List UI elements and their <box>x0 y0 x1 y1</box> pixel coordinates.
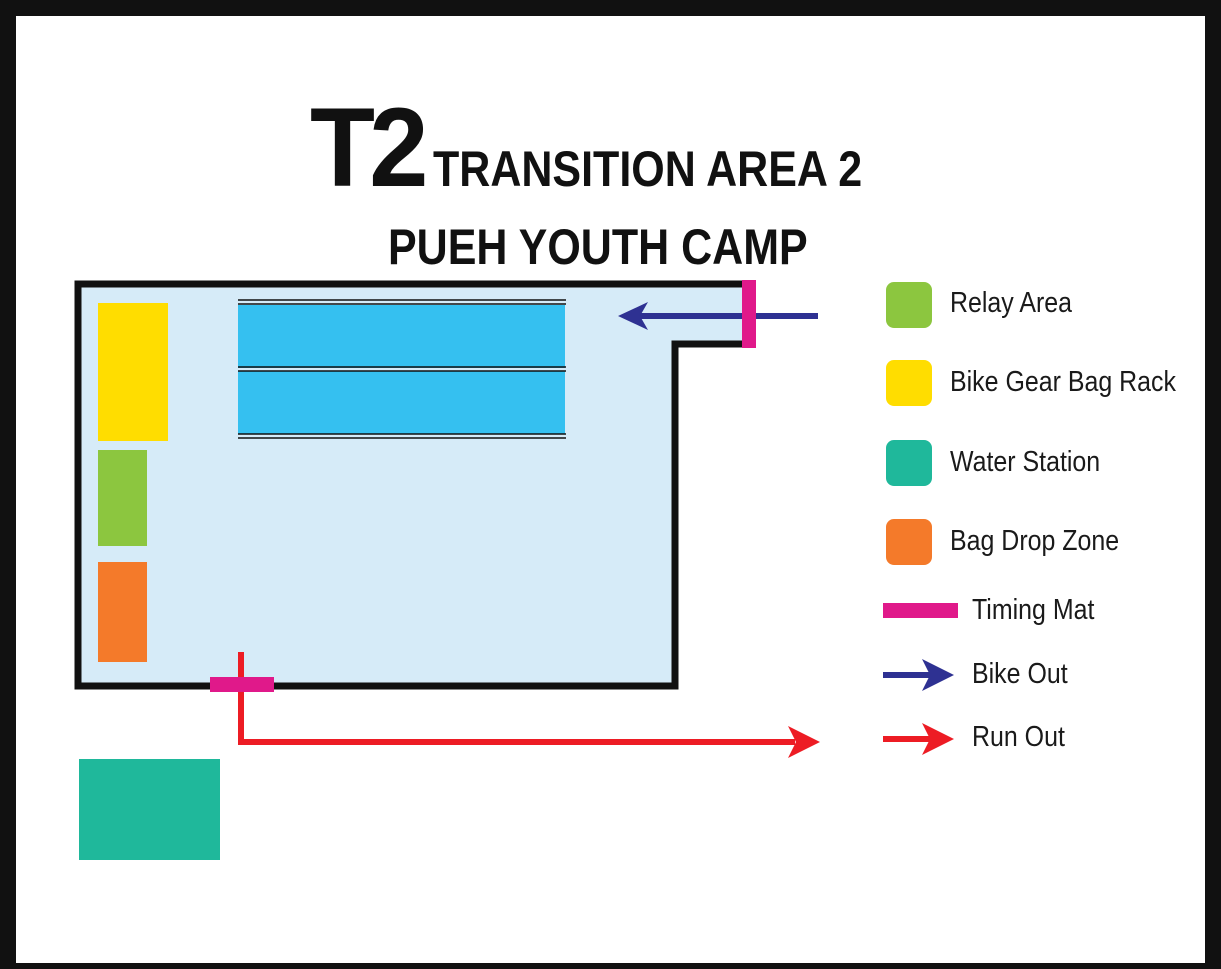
relay-area-legend-swatch <box>886 282 932 328</box>
bag-drop-zone-legend-swatch <box>886 519 932 565</box>
timing-mat-bike-in <box>742 280 756 348</box>
legend-label-bike-out: Bike Out <box>972 658 1068 690</box>
timing-mat-run-out <box>210 677 274 692</box>
legend <box>883 282 958 755</box>
bike-rack-row-1 <box>238 305 565 368</box>
title-row: T2 TRANSITION AREA 2 <box>310 92 932 204</box>
bag-drop-zone <box>98 562 147 662</box>
bike-gear-bag-rack-legend-swatch <box>886 360 932 406</box>
venue-name: PUEH YOUTH CAMP <box>388 219 808 275</box>
transition-code: T2 <box>310 85 428 210</box>
water-station-zone <box>79 759 220 860</box>
legend-label-timing-mat: Timing Mat <box>972 594 1095 626</box>
run-out-arrow-head <box>788 726 820 758</box>
run-out-legend-arrow-head <box>922 723 954 755</box>
legend-label-bag-drop-zone: Bag Drop Zone <box>950 525 1120 557</box>
bike-racks <box>238 299 566 439</box>
legend-label-bike-gear-bag-rack: Bike Gear Bag Rack <box>950 366 1176 398</box>
transition-name: TRANSITION AREA 2 <box>432 141 862 197</box>
bike-arrow-head <box>618 302 648 330</box>
bike-rack-row-2 <box>238 371 565 434</box>
legend-label-water-station: Water Station <box>950 446 1101 478</box>
bike-out-legend-arrow-head <box>922 659 954 691</box>
legend-label-relay-area: Relay Area <box>950 287 1072 319</box>
timing-mat-legend-swatch <box>883 603 958 618</box>
water-station-legend-swatch <box>886 440 932 486</box>
relay-area-zone <box>98 450 147 546</box>
bike-gear-bag-rack-zone <box>98 303 168 441</box>
legend-label-run-out: Run Out <box>972 721 1065 753</box>
